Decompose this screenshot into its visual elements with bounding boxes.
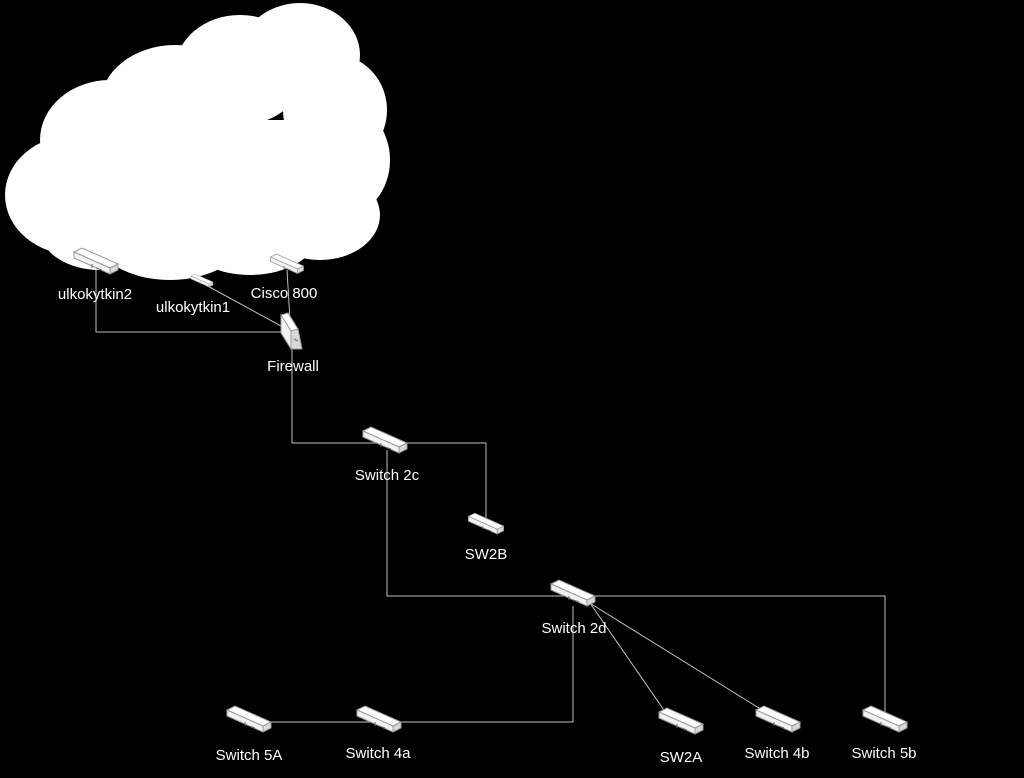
- switch-icon: [755, 705, 801, 733]
- label-firewall: Firewall: [267, 358, 319, 375]
- label-switch5a: Switch 5A: [215, 747, 283, 764]
- switch-icon: [550, 579, 596, 607]
- device-sw2a[interactable]: [658, 707, 704, 735]
- label-switch2d: Switch 2d: [541, 620, 607, 637]
- label-cisco800: Cisco 800: [250, 285, 318, 302]
- cloud-icon: [5, 3, 390, 280]
- link-switch2d-sw2a: [589, 602, 669, 717]
- label-switch4a: Switch 4a: [345, 745, 411, 762]
- switch-icon: [658, 707, 704, 735]
- label-switch2c: Switch 2c: [354, 467, 420, 484]
- link-switch2c-switch2d: [386, 450, 573, 597]
- device-switch4b[interactable]: [755, 705, 801, 733]
- device-switch5a[interactable]: [226, 705, 272, 733]
- device-switch4a[interactable]: [356, 705, 402, 733]
- links: [95, 262, 886, 723]
- label-ulkokytkin2: ulkokytkin2: [57, 286, 133, 303]
- device-switch2c[interactable]: [362, 426, 408, 454]
- link-switch2d-switch4b: [587, 601, 776, 719]
- firewall-icon: [280, 312, 303, 351]
- link-switch2d-switch5b: [573, 595, 886, 718]
- switch-icon: [356, 705, 402, 733]
- link-switch2d-switch4a: [379, 606, 574, 723]
- link-ulkokytkin2-firewall: [95, 262, 292, 333]
- switch-icon: [362, 426, 408, 454]
- switch-icon: [226, 705, 272, 733]
- switch-icon: [190, 273, 214, 288]
- link-ulkokytkin1-firewall: [203, 283, 293, 333]
- label-switch5b: Switch 5b: [851, 745, 917, 762]
- device-firewall[interactable]: [280, 312, 303, 351]
- label-switch4b: Switch 4b: [744, 745, 810, 762]
- label-ulkokytkin1: ulkokytkin1: [155, 299, 231, 316]
- link-firewall-switch2c: [291, 350, 385, 444]
- label-sw2a: SW2A: [659, 749, 703, 766]
- label-sw2b: SW2B: [464, 546, 508, 563]
- device-switch2d[interactable]: [550, 579, 596, 607]
- device-ulkokytkin1[interactable]: [190, 273, 214, 288]
- link-switch2c-sw2b: [385, 442, 487, 524]
- link-cisco800-firewall: [286, 269, 291, 321]
